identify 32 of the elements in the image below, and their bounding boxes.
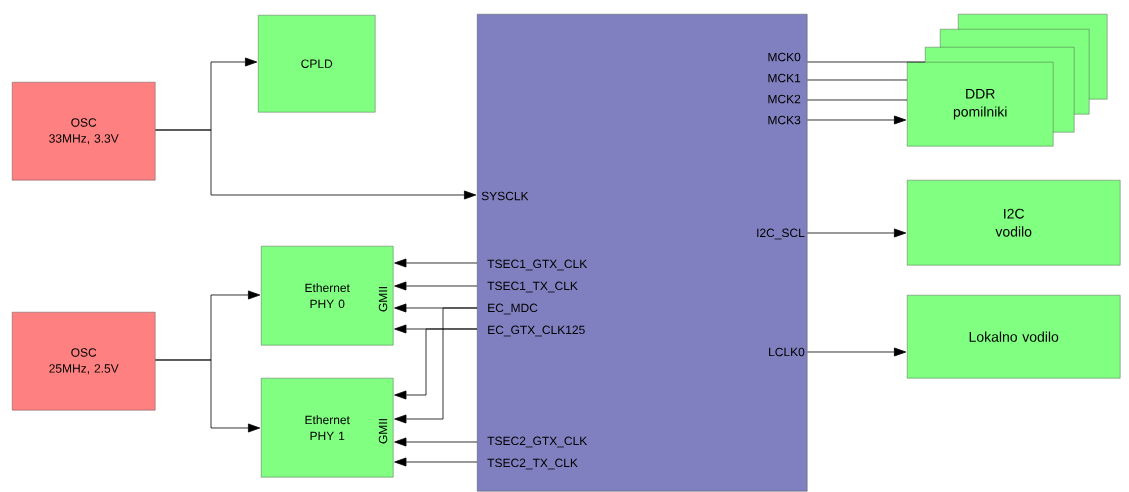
pin-label: EC_MDC [488,303,538,315]
arrow [394,437,478,447]
arrow [394,457,478,467]
pin-label: SYSCLK [481,191,529,201]
arrow [394,328,478,400]
pin-label: EC_GTX_CLK125 [488,325,585,337]
arrow [807,347,907,357]
pin-label: I2C_SCL [757,228,805,240]
pin-label: TSEC2_TX_CLK [487,458,578,470]
pin-label: TSEC2_GTX_CLK [487,436,588,448]
bus-box: Lokalno vodilo [907,295,1121,379]
interface-label: GMII [378,419,388,444]
arrow [394,307,478,424]
arrow [394,258,478,268]
memory-box: DDR pomilniki [907,62,1054,147]
arrow [807,228,907,238]
oscillator-box: OSC 25MHz, 2.5V [12,312,156,411]
pin-label: LCLK0 [769,347,805,357]
arrow [155,359,261,433]
bus-box: I2C vodilo [907,180,1121,266]
oscillator-box: OSC 33MHz, 3.3V [12,82,156,181]
pin-label: MCK1 [768,73,801,83]
pin-label: TSEC1_TX_CLK [487,281,578,293]
pin-label: TSEC1_GTX_CLK [487,259,588,271]
pin-label: MCK3 [768,115,801,125]
interface-label: GMII [378,287,388,312]
pin-label: MCK0 [768,52,801,62]
pin-label: MCK2 [768,94,801,104]
arrow [394,281,478,291]
arrow [807,115,907,125]
device-box: CPLD [258,15,376,113]
arrow [155,129,477,200]
